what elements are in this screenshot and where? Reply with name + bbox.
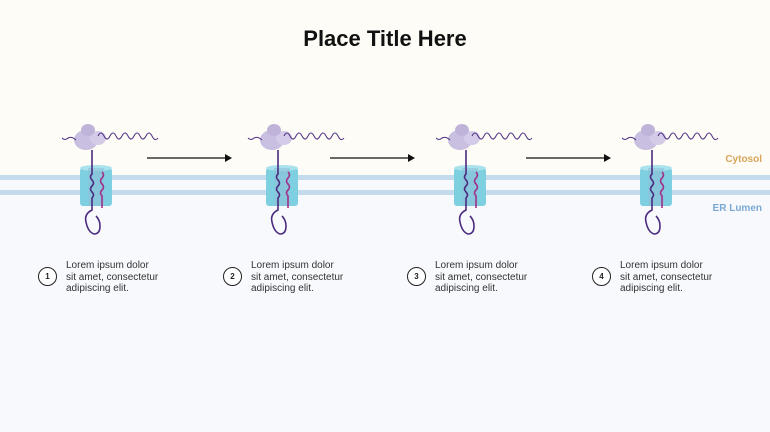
arrow-right-icon [330, 154, 415, 162]
step-description-text: Lorem ipsum dolor sit amet, consectetur … [66, 260, 159, 294]
mrna-strand [97, 132, 159, 141]
nascent-chain [644, 150, 661, 235]
translocation-step-1 [61, 124, 159, 235]
step-description: Lorem ipsum dolor sit amet, consectetur … [66, 260, 196, 295]
ribosome-icon [74, 124, 106, 150]
membrane-outer-leaflet [0, 175, 770, 180]
mrna-tail [61, 136, 77, 141]
translocon-channel-icon [80, 165, 112, 206]
step-description: Lorem ipsum dolor sit amet, consectetur … [251, 260, 381, 295]
translocation-step-2 [247, 124, 345, 235]
signal-sequence [99, 171, 105, 208]
membrane-inner-leaflet [0, 190, 770, 195]
arrow-right-icon [526, 154, 611, 162]
translocon-channel-icon [266, 165, 298, 206]
translocation-step-3 [435, 124, 533, 235]
mrna-tail [435, 136, 451, 141]
mrna-tail [621, 136, 637, 141]
arrow-right-icon [147, 154, 232, 162]
ribosome-icon [448, 124, 480, 150]
step-description: Lorem ipsum dolor sit amet, consectetur … [435, 260, 565, 295]
signal-sequence [473, 171, 479, 208]
translocon-channel-icon [640, 165, 672, 206]
cytosol-label: Cytosol [725, 154, 762, 165]
nascent-chain [270, 150, 287, 235]
signal-sequence [659, 171, 665, 208]
step-number-badge: 2 [223, 267, 242, 286]
signal-sequence [285, 171, 291, 208]
step-number-badge: 4 [592, 267, 611, 286]
mrna-strand [657, 132, 719, 141]
er-lumen-region [0, 195, 770, 432]
mrna-tail [247, 136, 263, 141]
er-lumen-label: ER Lumen [712, 203, 762, 214]
step-description-text: Lorem ipsum dolor sit amet, consectetur … [251, 260, 344, 294]
mrna-strand [283, 132, 345, 141]
er-membrane [0, 174, 770, 196]
step-number-badge: 1 [38, 267, 57, 286]
step-description-text: Lorem ipsum dolor sit amet, consectetur … [620, 260, 713, 294]
step-description: Lorem ipsum dolor sit amet, consectetur … [620, 260, 750, 295]
page-title: Place Title Here [303, 26, 467, 51]
nascent-chain [84, 150, 101, 235]
ribosome-icon [634, 124, 666, 150]
step-number-badge: 3 [407, 267, 426, 286]
ribosome-icon [260, 124, 292, 150]
translocation-step-4 [621, 124, 719, 235]
mrna-strand [471, 132, 533, 141]
step-description-text: Lorem ipsum dolor sit amet, consectetur … [435, 260, 528, 294]
translocon-channel-icon [454, 165, 486, 206]
nascent-chain [458, 150, 475, 235]
